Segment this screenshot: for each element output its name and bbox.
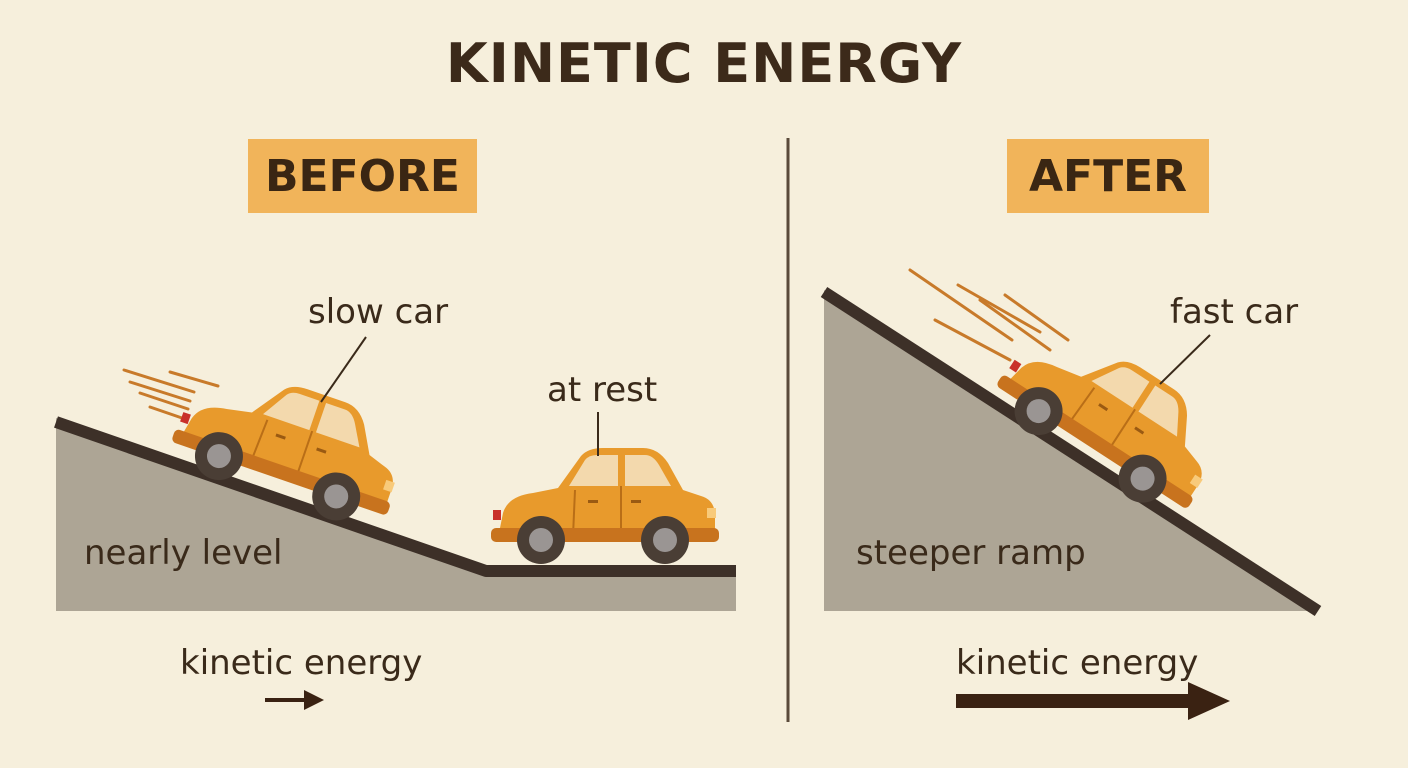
parked-car (490, 447, 720, 565)
nearly-level-label: nearly level (84, 533, 283, 573)
before-energy-arrow (265, 690, 324, 710)
fast-car-speed-lines (908, 268, 1070, 362)
at-rest-label: at rest (547, 370, 658, 410)
before-ramp (56, 418, 736, 611)
steeper-ramp-label: steeper ramp (856, 533, 1086, 573)
diagram-title: KINETIC ENERGY (445, 32, 963, 95)
slow-car-speed-lines (122, 368, 220, 420)
after-energy-arrow (956, 682, 1230, 720)
slow-car-leader-line (320, 336, 367, 403)
before-energy-label: kinetic energy (180, 643, 423, 683)
before-ramp-edge (54, 416, 736, 577)
fast-car-label: fast car (1170, 292, 1299, 332)
after-heading: AFTER (1007, 139, 1209, 213)
slow-car-label: slow car (308, 292, 449, 332)
before-heading: BEFORE (248, 139, 477, 213)
after-energy-label: kinetic energy (956, 643, 1199, 683)
fast-car-leader-line (1159, 334, 1211, 385)
after-ramp-edge (820, 286, 1322, 617)
